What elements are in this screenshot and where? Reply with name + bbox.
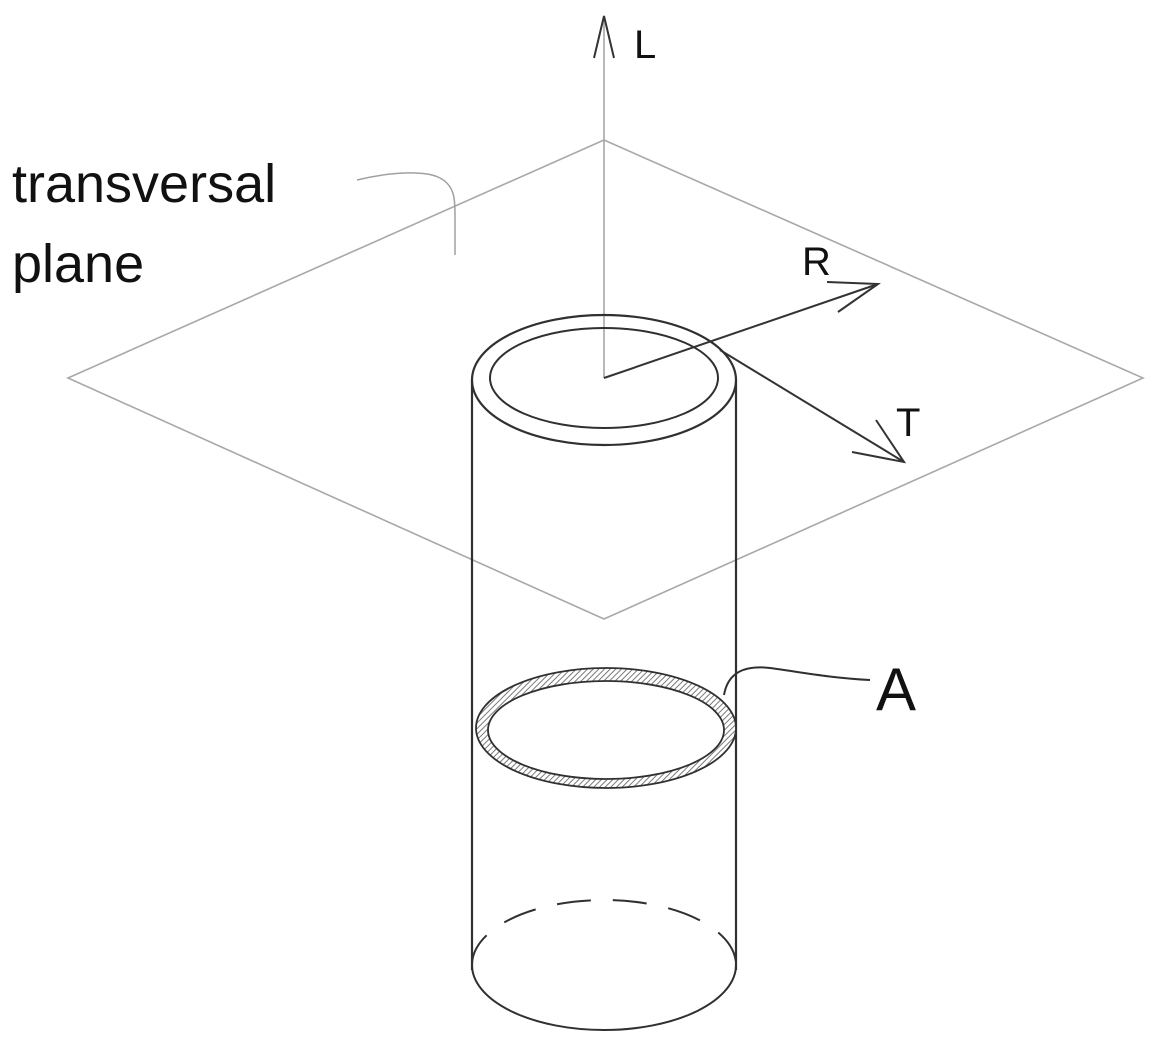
transversal-plane — [66, 139, 1145, 620]
cylinder-bottom-front-edge — [471, 964, 737, 1031]
tangential-axis-line — [719, 349, 905, 463]
cylinder-top-inner-edge — [489, 327, 719, 429]
section-a-leader — [723, 666, 871, 696]
radial-axis-line — [603, 283, 879, 379]
radial-axis-label: R — [802, 240, 831, 284]
longitudinal-axis-label: L — [634, 23, 656, 67]
transversal-plane-label-line2: plane — [12, 234, 144, 294]
tangential-axis-arrowhead — [851, 419, 907, 464]
cross-section-ring-fill — [475, 667, 737, 789]
transversal-plane-label-line1: transversal — [12, 154, 276, 214]
tangential-axis — [719, 349, 907, 464]
cylinder-bottom-hidden-edge — [471, 899, 737, 966]
tangential-axis-label: T — [896, 401, 920, 445]
radial-axis-arrowhead — [826, 281, 882, 313]
longitudinal-axis-arrowhead — [593, 15, 615, 59]
section-a-label: A — [876, 656, 916, 723]
longitudinal-axis — [593, 15, 615, 378]
transversal-plane-leader — [356, 172, 456, 255]
cylinder — [470, 313, 738, 1031]
cross-section-ring — [475, 667, 737, 789]
radial-axis — [603, 281, 882, 379]
